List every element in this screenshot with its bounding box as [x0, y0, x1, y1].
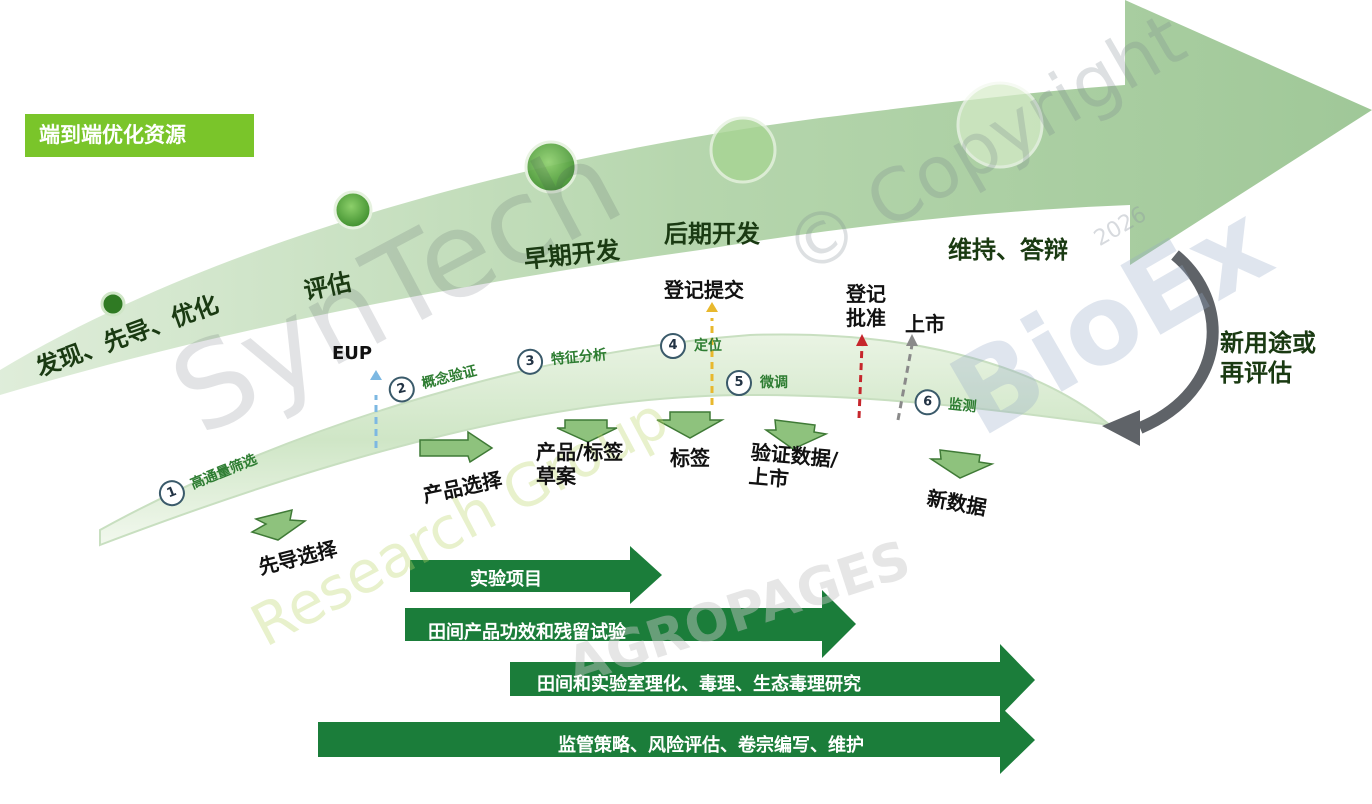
step-number: 3: [516, 347, 545, 376]
milestone-approval: 登记 批准: [846, 282, 886, 330]
bar-arrow-4: [318, 706, 1035, 774]
progress-dot-3: [524, 140, 578, 194]
down-arrow-5: [763, 419, 829, 450]
loop-label: 新用途或 再评估: [1220, 329, 1316, 387]
progress-dot-2: [333, 190, 373, 230]
step-label: 特征分析: [550, 347, 608, 368]
bar-label-3: 田间和实验室理化、毒理、生态毒理研究: [537, 674, 861, 695]
down-arrow-4: [656, 411, 725, 439]
progress-dot-1: [100, 291, 126, 317]
step-number: 6: [913, 388, 942, 417]
bar-arrow-3: [510, 644, 1035, 716]
milestone-submission: 登记提交: [664, 278, 744, 302]
bar-label-1: 实验项目: [470, 569, 542, 590]
milestone-launch: 上市: [905, 312, 945, 336]
bar-label-4: 监管策略、风险评估、卷宗编写、维护: [558, 735, 864, 756]
loop-arrow: [1137, 250, 1219, 434]
step-5: 5 微调: [726, 370, 788, 396]
step-number: 4: [660, 333, 686, 359]
stage-late: 后期开发: [664, 220, 760, 248]
bar-arrow-2: [405, 590, 856, 658]
step-label: 监测: [947, 396, 978, 416]
milestone-eup: EUP: [332, 343, 373, 364]
progress-dot-5: [956, 81, 1044, 169]
down-arrow-1: [250, 508, 308, 541]
output-label-draft: 产品/标签 草案: [536, 440, 624, 488]
step-number: 5: [726, 370, 752, 396]
bar-label-2: 田间产品功效和残留试验: [428, 622, 626, 643]
down-arrow-6: [928, 449, 995, 479]
step-label: 定位: [694, 338, 722, 354]
title-badge: 端到端优化资源: [25, 114, 254, 157]
output-label: 标签: [670, 446, 710, 470]
down-arrow-2: [419, 430, 494, 464]
down-arrow-3: [556, 419, 618, 443]
progress-dot-4: [709, 116, 777, 184]
output-validation: 验证数据/ 上市: [747, 440, 839, 492]
bar-arrow-1: [410, 546, 662, 604]
step-4: 4 定位: [660, 333, 722, 359]
stage-maintain: 维持、答辩: [948, 236, 1068, 264]
step-label: 微调: [760, 375, 788, 391]
